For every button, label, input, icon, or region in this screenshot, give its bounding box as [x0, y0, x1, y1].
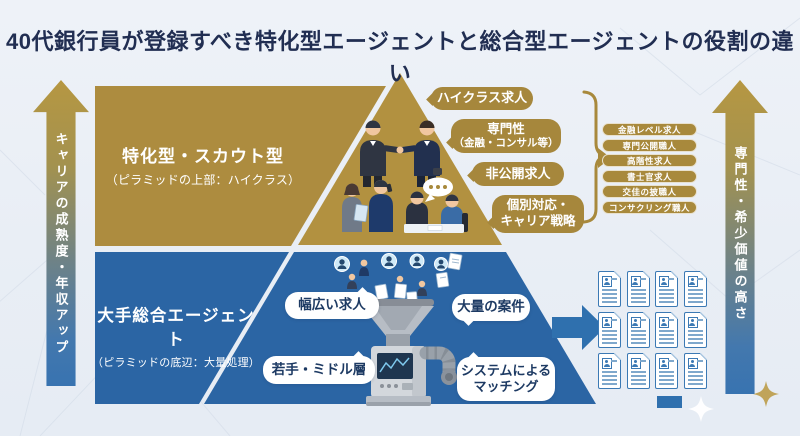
scout-tag-list: 金融レベル求人専門公開職人高階性求人書士官求人交佳の披職人コンサクリング職人 [602, 123, 697, 214]
general-heading: 大手総合エージェント [97, 307, 255, 349]
bubble-individual-support: 個別対応・ キャリア戦略 [492, 195, 584, 233]
bubble-many-cases: 大量の案件 [452, 294, 530, 321]
resume-doc-icon [655, 312, 678, 348]
consultant-pair-illustration [342, 180, 393, 232]
general-label-panel [95, 252, 289, 404]
meeting-illustration [404, 177, 468, 233]
scout-tag: 専門公開職人 [602, 138, 697, 152]
deco-blue-block [657, 396, 682, 408]
scout-tag: 金融レベル求人 [602, 123, 697, 136]
general-subheading: （ピラミッドの底辺：大量処理） [92, 357, 260, 369]
resume-grid [598, 271, 707, 389]
resume-doc-icon [626, 271, 650, 307]
resume-doc-icon [655, 353, 678, 389]
funnel-machine-illustration [362, 299, 457, 406]
scout-tag: コンサクリング職人 [602, 200, 697, 214]
resume-doc-icon [655, 271, 678, 307]
scout-tag: 書士官求人 [602, 169, 697, 183]
career-axis-label: キャリアの成熟度・年収アップ [53, 132, 69, 356]
specialized-section-heading: 特化型・スカウト型 （ピラミッドの上部：ハイクラス） [88, 142, 318, 188]
output-arrow-icon [552, 305, 605, 350]
deco-sparkle-gold-icon [753, 381, 779, 407]
bubble-private-jobs: 非公開求人 [472, 162, 564, 186]
specialized-heading: 特化型・スカウト型 [122, 147, 284, 166]
deco-sparkle-white-icon [688, 396, 714, 422]
bubble-specialty: 専門性 （金融・コンサル等） [451, 119, 561, 153]
candidate-avatars-illustration [334, 252, 463, 306]
bubble-system-matching: システムによる マッチング [457, 357, 555, 401]
resume-doc-icon [683, 271, 707, 307]
resume-doc-icon [598, 312, 621, 348]
general-section-heading: 大手総合エージェント （ピラミッドの底辺：大量処理） [90, 302, 262, 370]
handshake-illustration [360, 120, 442, 187]
scout-tag: 交佳の披職人 [602, 185, 697, 198]
resume-doc-icon [598, 353, 621, 389]
resume-doc-icon [626, 312, 650, 348]
bubble-highclass-jobs: ハイクラス求人 [431, 87, 533, 110]
resume-doc-icon [626, 353, 650, 389]
specialized-label-panel [95, 86, 386, 246]
page-title: 40代銀行員が登録すべき特化型エージェントと総合型エージェントの役割の違い [5, 29, 795, 86]
resume-doc-icon [683, 312, 707, 348]
bubble-young-middle: 若手・ミドル層 [263, 356, 375, 384]
resume-doc-icon [598, 271, 621, 307]
resume-doc-icon [683, 353, 707, 389]
scout-tag: 高階性求人 [602, 154, 697, 167]
specialized-subheading: （ピラミッドの上部：ハイクラス） [105, 173, 301, 187]
specialty-axis-label: 専門性・希少価値の高さ [732, 146, 748, 322]
bubble-wide-jobs: 幅広い求人 [285, 292, 379, 319]
